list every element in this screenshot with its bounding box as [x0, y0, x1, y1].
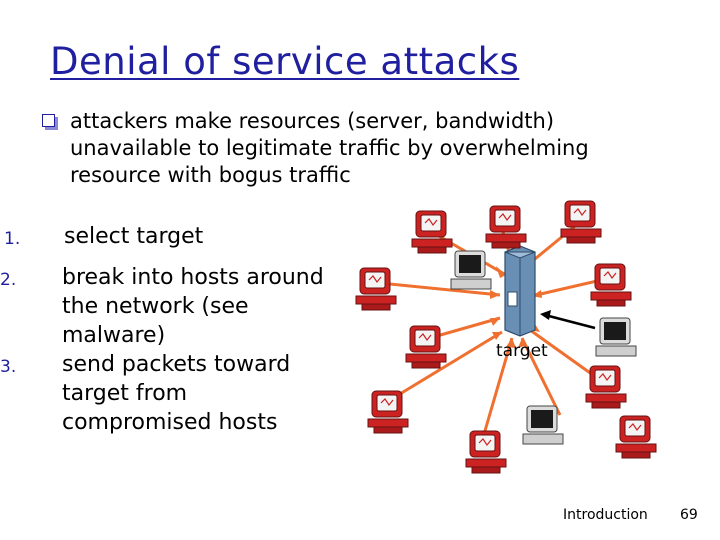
computer-host-icon — [522, 405, 564, 445]
compromised-host-icon — [465, 430, 507, 474]
compromised-host-icon — [585, 365, 627, 409]
step-number: 2. — [0, 270, 17, 290]
legit-link — [540, 310, 596, 330]
dos-diagram — [355, 200, 657, 474]
step-text: select target — [64, 224, 204, 249]
bullet-text: attackers make resources (server, bandwi… — [70, 109, 589, 187]
compromised-host-icon — [411, 210, 453, 254]
target-server-icon — [504, 245, 536, 337]
bullet-square-icon — [42, 114, 58, 130]
step-number: 3. — [0, 357, 17, 377]
footer-section: Introduction — [563, 507, 648, 523]
target-label: target — [496, 341, 548, 361]
step-2: 2. break into hosts around the network (… — [0, 263, 330, 350]
compromised-host-icon — [355, 267, 397, 311]
compromised-host-icon — [367, 390, 409, 434]
compromised-host-icon — [615, 415, 657, 459]
step-number: 1. — [4, 229, 21, 249]
compromised-host-icon — [485, 205, 527, 249]
compromised-host-icon — [590, 263, 632, 307]
step-1: 1. select target — [0, 222, 330, 251]
page-number: 69 — [680, 507, 698, 523]
step-text: send packets toward target from compromi… — [62, 352, 291, 435]
compromised-host-icon — [405, 325, 447, 369]
compromised-host-icon — [560, 200, 602, 244]
computer-host-icon — [595, 317, 637, 357]
main-bullet: attackers make resources (server, bandwi… — [42, 108, 662, 189]
step-text: break into hosts around the network (see… — [62, 265, 324, 348]
slide-title: Denial of service attacks — [50, 40, 520, 83]
steps-list: 1. select target 2. break into hosts aro… — [0, 222, 330, 437]
computer-host-icon — [450, 250, 492, 290]
step-3: 3. send packets toward target from compr… — [0, 350, 330, 437]
